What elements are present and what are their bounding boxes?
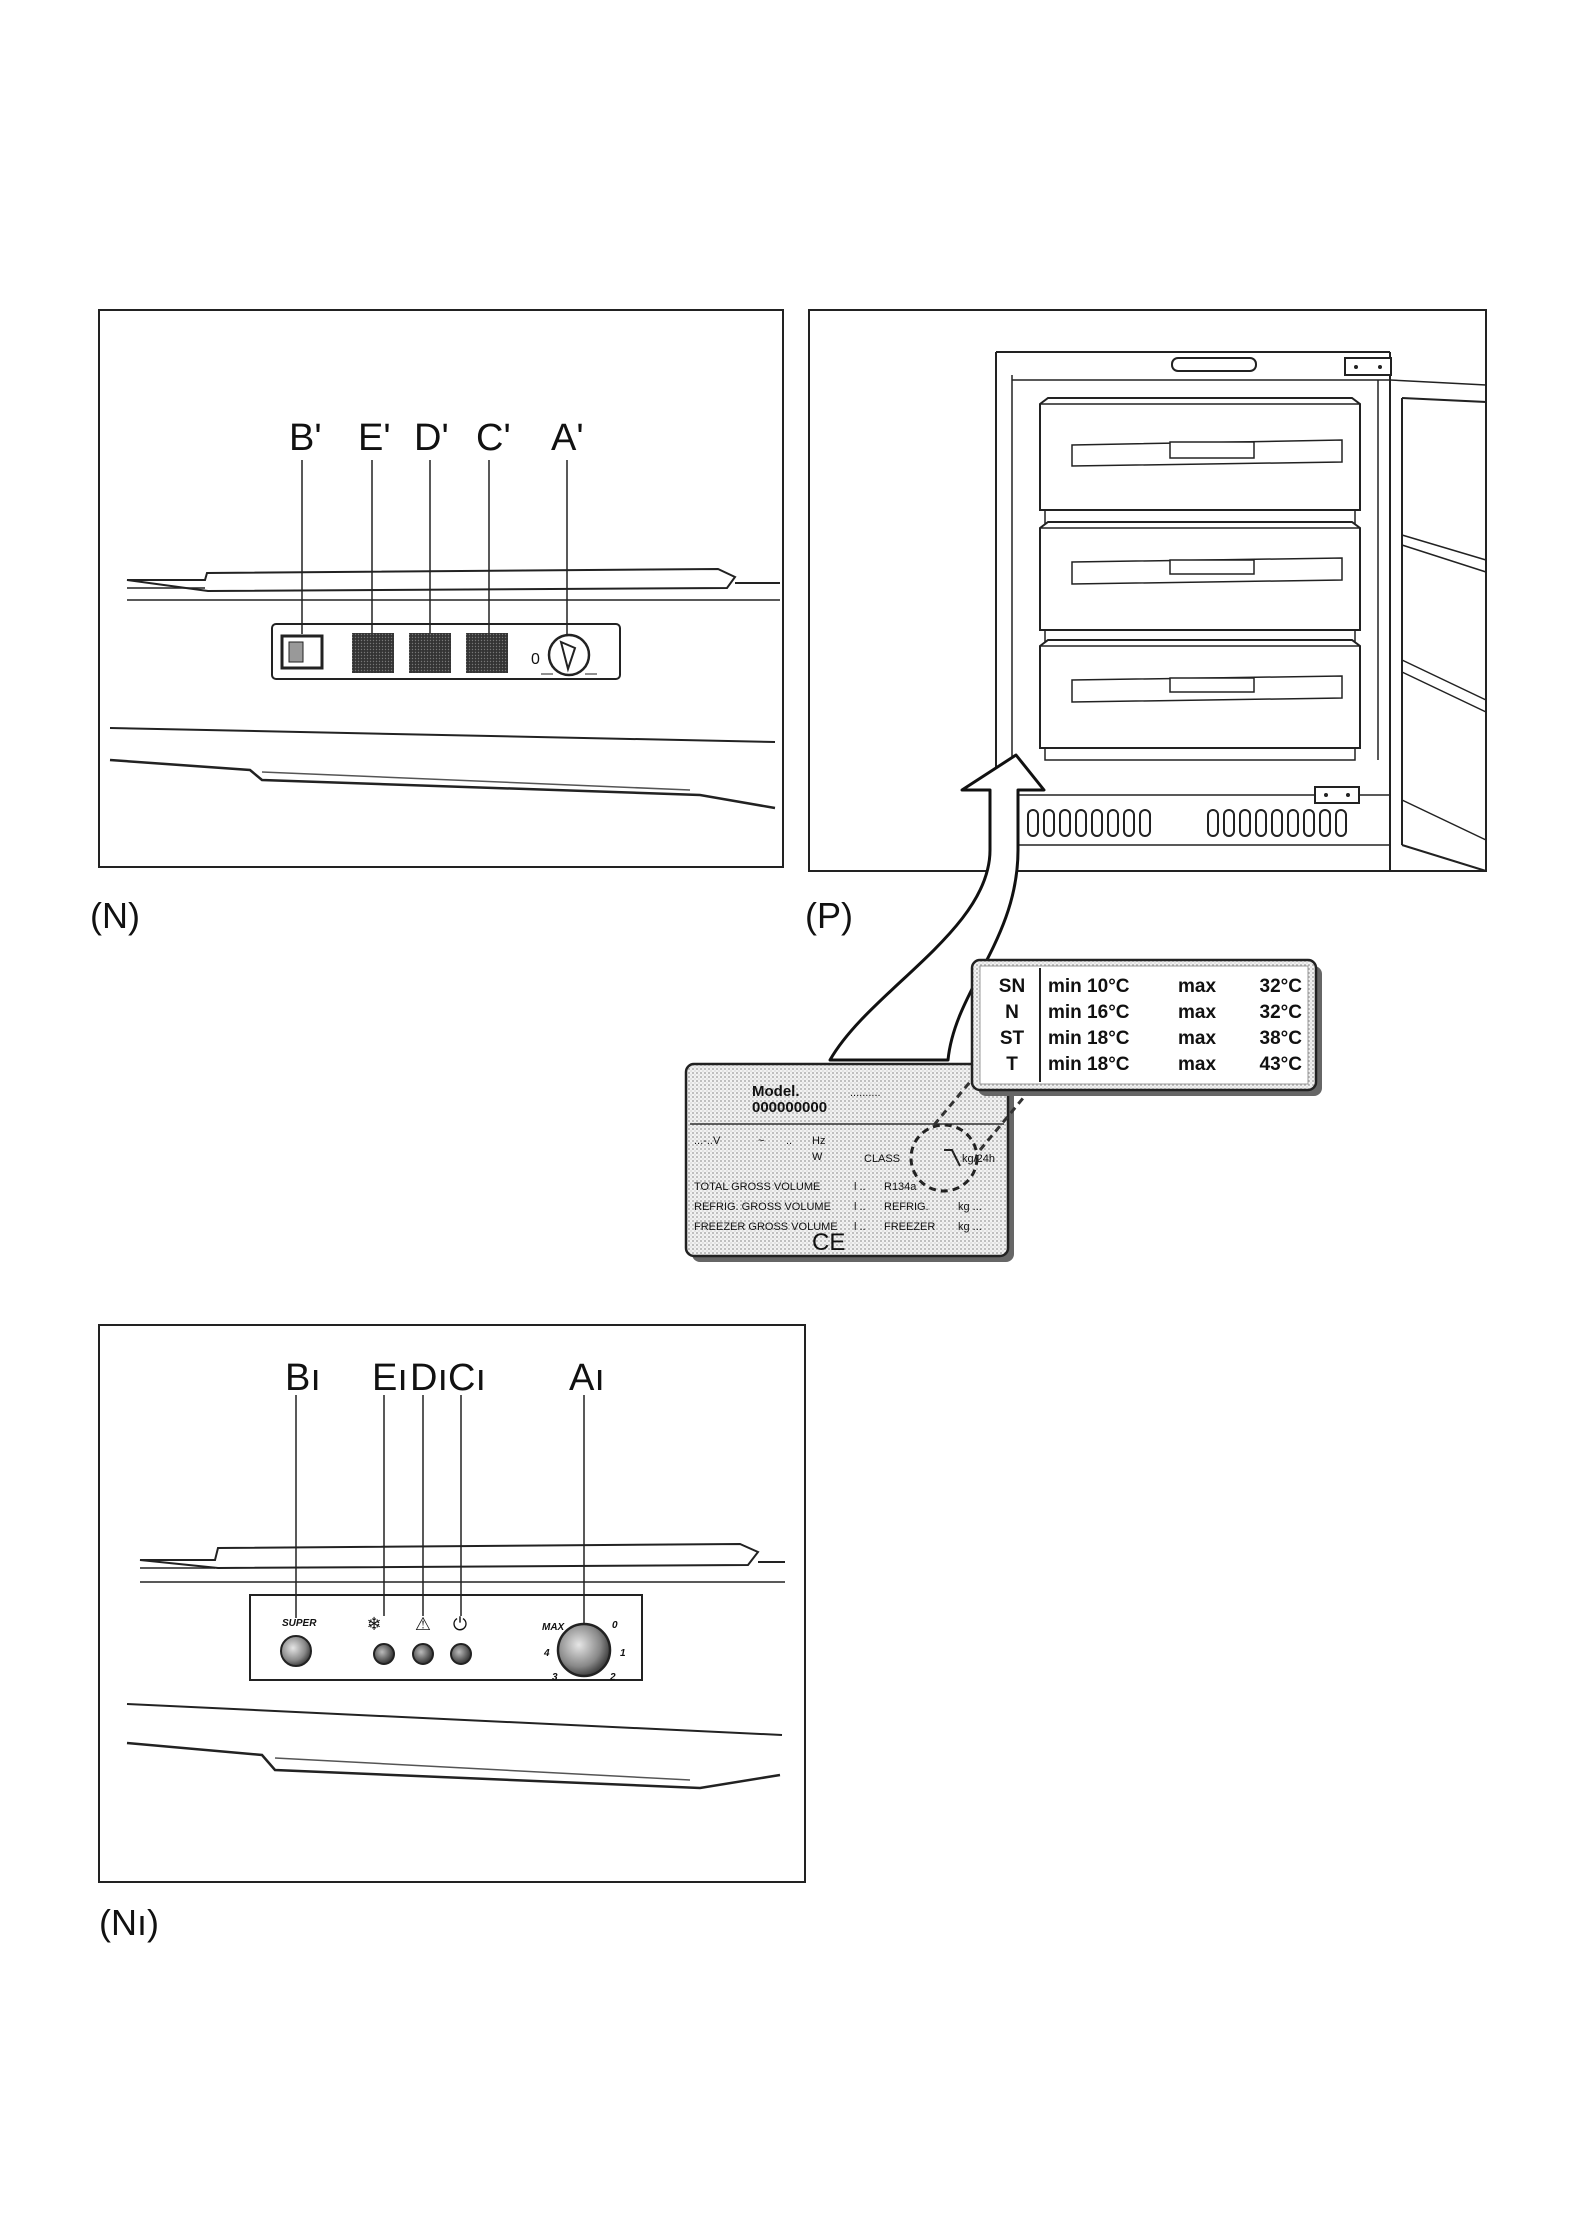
dial-label-1: 1	[620, 1648, 626, 1659]
dial-label-0: 0	[612, 1620, 618, 1631]
plate-refrig: REFRIG.	[884, 1201, 929, 1213]
plate-hz: Hz	[812, 1135, 825, 1147]
panel-n: 0 B' E' D' C' A'	[98, 309, 784, 868]
climate-min: min 10°C	[1048, 976, 1130, 997]
rating-plate: Model. .......... 000000000 ...-..V ~ ..…	[684, 1062, 1014, 1262]
plate-kg24h: kg/24h	[962, 1153, 995, 1165]
label-d-prime: D'	[414, 417, 449, 459]
dial-max-label: MAX	[542, 1622, 566, 1633]
climate-max-label: max	[1178, 1028, 1216, 1049]
drawer-1	[1039, 397, 1361, 525]
panel-p	[808, 309, 1487, 872]
label-c-n1: Cı	[448, 1357, 486, 1399]
label-a-prime: A'	[551, 417, 584, 459]
plate-class: CLASS	[864, 1153, 900, 1165]
label-b-n1: Bı	[285, 1357, 321, 1399]
warning-icon: ⚠	[415, 1614, 431, 1635]
climate-class: T	[1006, 1054, 1018, 1075]
climate-max-label: max	[1178, 976, 1216, 997]
caption-n: (N)	[90, 895, 140, 936]
plate-model-number: 000000000	[752, 1099, 827, 1116]
climate-min: min 16°C	[1048, 1002, 1130, 1023]
plate-w: W	[812, 1151, 823, 1163]
climate-min: min 18°C	[1048, 1028, 1130, 1049]
caption-p: (P)	[805, 895, 853, 936]
table-row: T min 18°C max 43°C	[1006, 1054, 1302, 1075]
plate-kg-freezer: kg ...	[958, 1221, 982, 1233]
label-e-n1: Eı	[372, 1357, 408, 1399]
plate-freezer: FREEZER	[884, 1221, 935, 1233]
ce-mark: CE	[812, 1229, 845, 1256]
location-arrow	[828, 753, 1046, 1062]
table-row: SN min 10°C max 32°C	[999, 976, 1302, 997]
label-c-prime: C'	[476, 417, 511, 459]
climate-max: 38°C	[1260, 1028, 1303, 1049]
dial-zero-label: 0	[531, 651, 540, 668]
label-a-n1: Aı	[569, 1357, 605, 1399]
table-row: N min 16°C max 32°C	[1005, 1002, 1302, 1023]
dial-label-4: 4	[543, 1648, 550, 1659]
plate-freezer-gross: FREEZER GROSS VOLUME	[694, 1221, 838, 1233]
plate-model-dots: ..........	[850, 1087, 881, 1099]
plate-dots: ..	[786, 1135, 792, 1147]
power-icon: ⏻	[453, 1614, 467, 1635]
climate-max: 32°C	[1260, 976, 1303, 997]
climate-max: 43°C	[1260, 1054, 1303, 1075]
plate-tilde: ~	[758, 1135, 764, 1147]
climate-class-table: SN min 10°C max 32°C N min 16°C max 32°C…	[970, 958, 1322, 1096]
plate-volt: ...-..V	[694, 1135, 721, 1147]
caption-n1: (Nı)	[99, 1902, 159, 1943]
label-e-prime: E'	[358, 417, 391, 459]
plate-l1: l ..	[854, 1181, 866, 1193]
climate-max-label: max	[1178, 1054, 1216, 1075]
panel-n1: SUPER ❄ ⚠ ⏻ MAX 0 1 2 3 4 Bı Eı Dı Cı Aı	[98, 1324, 806, 1883]
snowflake-icon: ❄	[366, 1614, 381, 1635]
dial-label-2: 2	[609, 1672, 616, 1683]
climate-max-label: max	[1178, 1002, 1216, 1023]
table-row: ST min 18°C max 38°C	[1000, 1028, 1302, 1049]
climate-class: ST	[1000, 1028, 1025, 1049]
plate-refrig-gross: REFRIG. GROSS VOLUME	[694, 1201, 831, 1213]
label-b-prime: B'	[289, 417, 322, 459]
super-label: SUPER	[282, 1618, 317, 1629]
dial-label-3: 3	[552, 1672, 558, 1683]
plate-model-label: Model.	[752, 1083, 800, 1100]
climate-class: SN	[999, 976, 1025, 997]
plate-total-gross: TOTAL GROSS VOLUME	[694, 1181, 820, 1193]
plinth-vents	[1027, 809, 1347, 837]
drawer-3	[1039, 639, 1361, 761]
plate-l2: l ..	[854, 1201, 866, 1213]
plate-l3: l ..	[854, 1221, 866, 1233]
climate-class: N	[1005, 1002, 1019, 1023]
drawer-2	[1039, 521, 1361, 643]
climate-max: 32°C	[1260, 1002, 1303, 1023]
climate-min: min 18°C	[1048, 1054, 1130, 1075]
plate-kg-refrig: kg ...	[958, 1201, 982, 1213]
plate-r134a: R134a	[884, 1181, 917, 1193]
label-d-n1: Dı	[410, 1357, 448, 1399]
